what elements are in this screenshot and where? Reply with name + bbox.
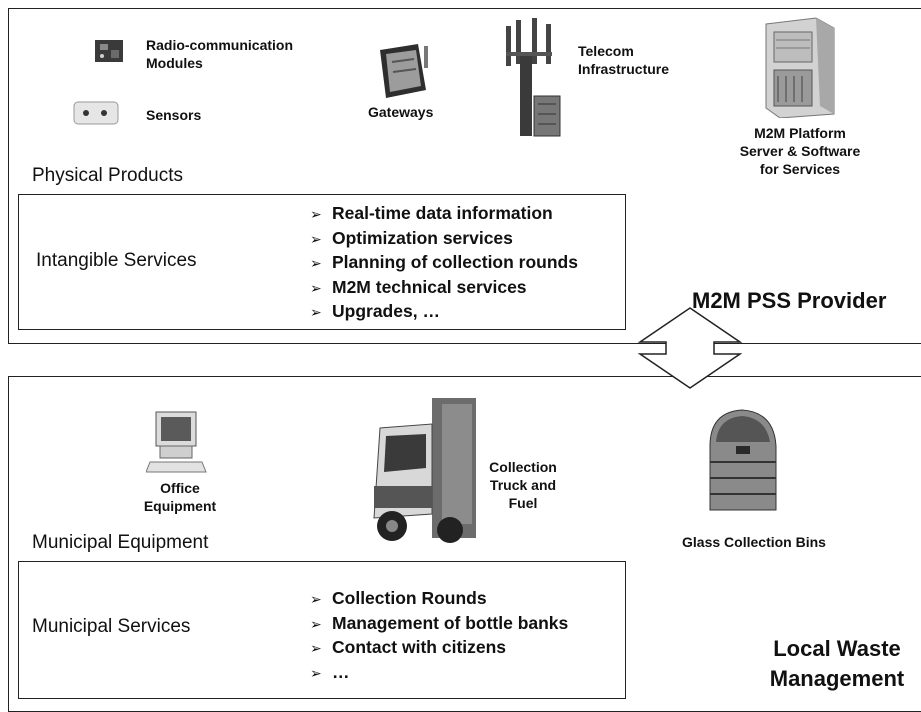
bullet-arrow-icon: ➢ [310, 255, 322, 271]
radio-module-icon [95, 40, 123, 62]
telecom-infrastructure-label: Telecom Infrastructure [578, 43, 670, 77]
list-item: ➢Real-time data information [310, 201, 578, 226]
bullet-arrow-icon: ➢ [310, 591, 322, 607]
telecom-tower-icon [506, 18, 561, 137]
server-icon [765, 17, 835, 118]
local-waste-management-title: Local Waste Management [769, 636, 905, 691]
list-item: ➢Optimization services [310, 226, 578, 251]
m2m-platform-label: M2M Platform Server & Software for Servi… [739, 125, 861, 177]
list-item: ➢M2M technical services [310, 275, 578, 300]
m2m-pss-provider-title: M2M PSS Provider [692, 288, 887, 313]
bullet-arrow-icon: ➢ [310, 304, 322, 320]
sensors-label: Sensors [146, 107, 202, 123]
office-computer-icon [146, 411, 207, 473]
sensor-icon [73, 101, 119, 125]
collection-truck-icon [373, 398, 476, 543]
bullet-arrow-icon: ➢ [310, 664, 322, 681]
municipal-equipment-heading: Municipal Equipment [32, 532, 209, 553]
bullet-arrow-icon: ➢ [310, 230, 322, 247]
collection-truck-label: Collection Truck and Fuel [489, 459, 557, 511]
intangible-services-heading: Intangible Services [36, 250, 197, 271]
bullet-arrow-icon: ➢ [310, 615, 322, 632]
bullet-arrow-icon: ➢ [310, 206, 322, 222]
bullet-arrow-icon: ➢ [310, 640, 322, 656]
municipal-services-list: ➢Collection Rounds ➢Management of bottle… [310, 586, 568, 684]
list-item: ➢Collection Rounds [310, 586, 568, 611]
gateways-label: Gateways [368, 104, 434, 120]
radio-modules-label: Radio-communication Modules [146, 37, 294, 71]
intangible-services-box [18, 194, 626, 330]
glass-bins-label: Glass Collection Bins [682, 534, 826, 550]
intangible-services-list: ➢Real-time data information ➢Optimizatio… [310, 201, 578, 324]
list-item: ➢Planning of collection rounds [310, 250, 578, 275]
municipal-services-box [18, 561, 626, 699]
list-item: ➢Management of bottle banks [310, 611, 568, 636]
physical-products-heading: Physical Products [32, 165, 184, 186]
bullet-arrow-icon: ➢ [310, 279, 322, 296]
double-arrow-icon [637, 307, 743, 389]
gateway-icon [380, 44, 428, 98]
office-equipment-label: Office Equipment [143, 480, 217, 514]
list-item: ➢… [310, 660, 568, 685]
glass-collection-bin-icon [709, 409, 777, 511]
list-item: ➢Upgrades, … [310, 299, 578, 324]
municipal-services-heading: Municipal Services [32, 616, 191, 637]
list-item: ➢Contact with citizens [310, 635, 568, 660]
